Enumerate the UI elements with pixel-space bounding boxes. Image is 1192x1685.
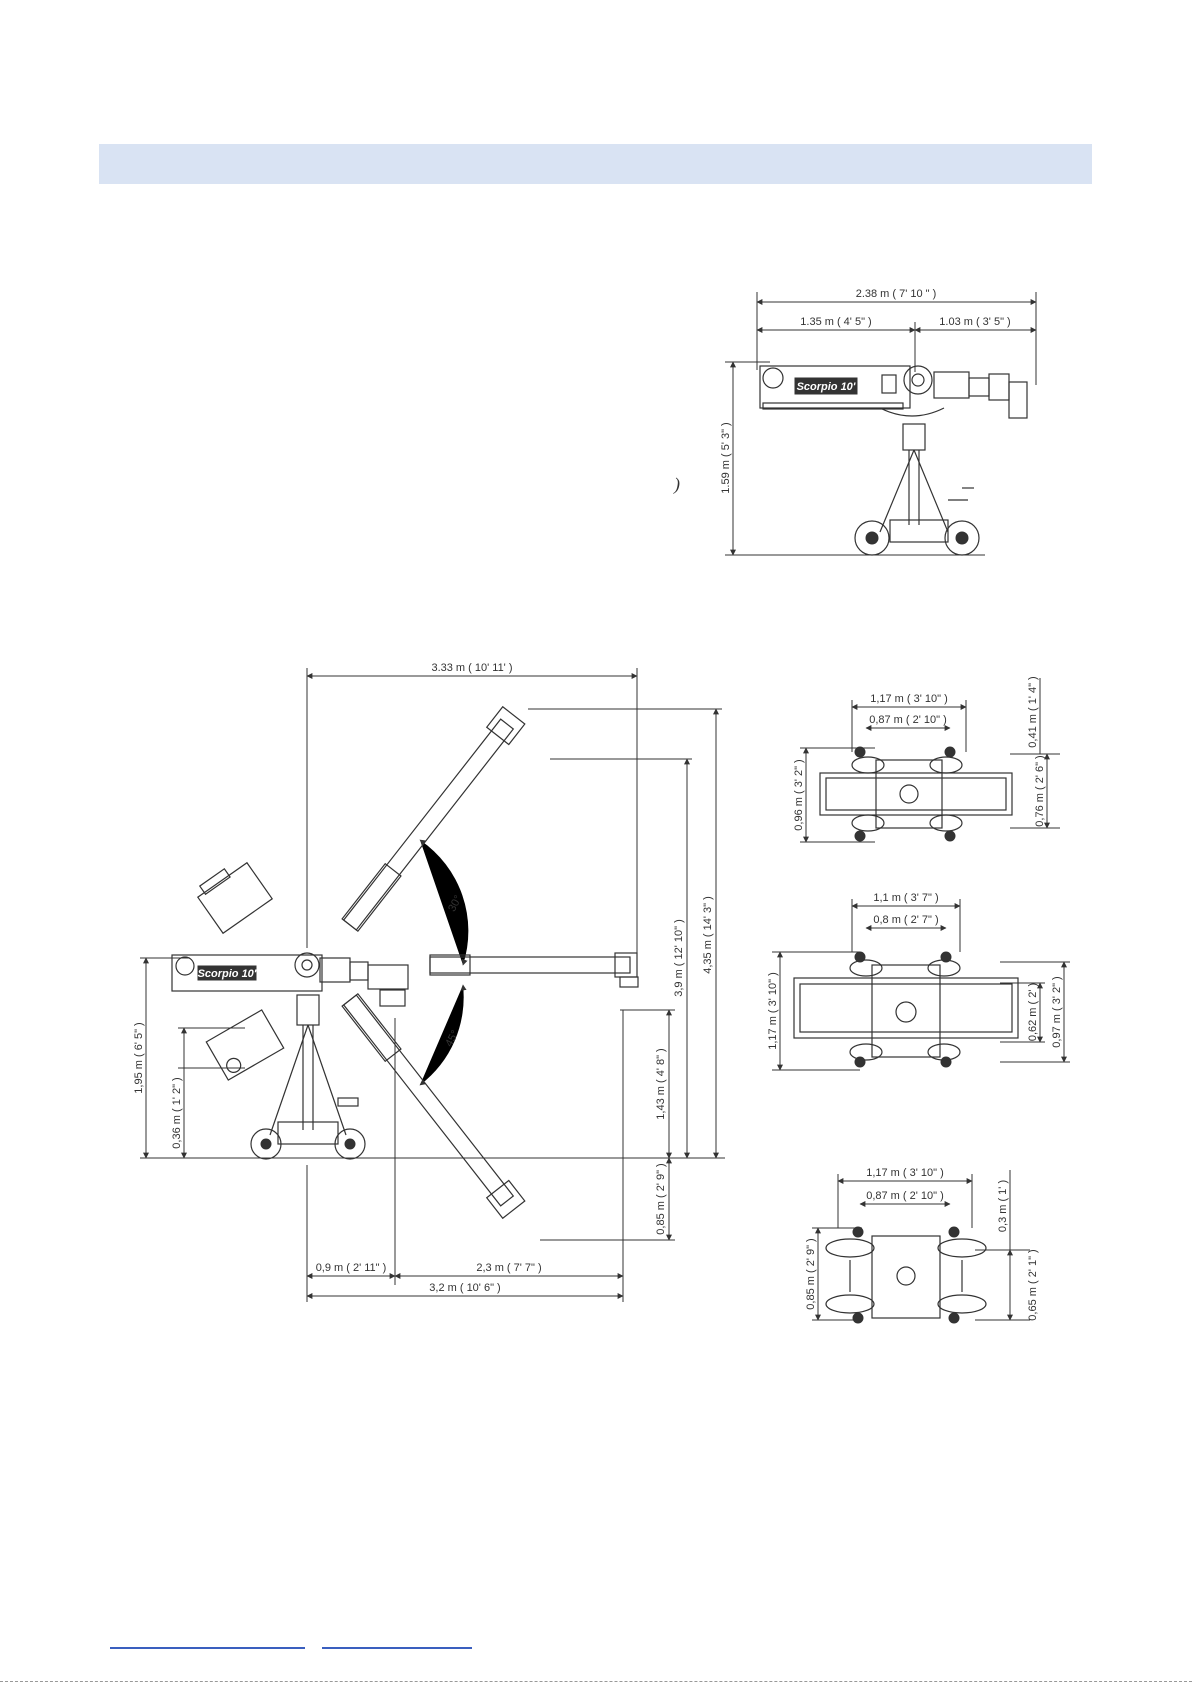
base1-inner-width-label: 0,87 m ( 2' 10" ) bbox=[869, 714, 947, 726]
base1-left-depth-label: 0,96 m ( 3' 2" ) bbox=[793, 759, 805, 830]
base2-inner-width-label: 0,8 m ( 2' 7" ) bbox=[873, 914, 938, 926]
rear-length-label: 1.35 m ( 4' 5" ) bbox=[800, 316, 871, 328]
reach-logo-text: Scorpio 10' bbox=[198, 968, 257, 980]
reach-dimensions: 3.33 m ( 10' 11' ) 4,35 m ( 14' 3" ) 3,9… bbox=[133, 662, 725, 1302]
lens-height-label: 1,43 m ( 4' 8" ) bbox=[655, 1048, 667, 1119]
base-to-tip-label: 3,2 m ( 10' 6" ) bbox=[429, 1282, 500, 1294]
footer-rule-right bbox=[322, 1647, 472, 1649]
front-reach-label: 2,3 m ( 7' 7" ) bbox=[476, 1262, 541, 1274]
base3-left-depth-label: 0,85 m ( 2' 9" ) bbox=[805, 1238, 817, 1309]
base3-inner-width-label: 0,87 m ( 2' 10" ) bbox=[866, 1190, 944, 1202]
reach-view: 3.33 m ( 10' 11' ) 4,35 m ( 14' 3" ) 3,9… bbox=[133, 662, 725, 1302]
stray-text-mark: ) bbox=[674, 474, 680, 494]
base2-right-outer-label: 0,97 m ( 3' 2" ) bbox=[1051, 976, 1063, 1047]
base3-wheel-offset-label: 0,3 m ( 1' ) bbox=[997, 1180, 1009, 1232]
base2-right-inner-label: 0,62 m ( 2' ) bbox=[1027, 983, 1039, 1041]
base1-outer-width-label: 1,17 m ( 3' 10" ) bbox=[870, 693, 948, 705]
base-view-1: 1,17 m ( 3' 10" ) 0,87 m ( 2' 10" ) 0,96… bbox=[793, 676, 1060, 843]
horizontal-reach-label: 3.33 m ( 10' 11' ) bbox=[431, 662, 512, 674]
overall-length-label: 2.38 m ( 7' 10 " ) bbox=[856, 288, 937, 300]
base2-left-depth-label: 1,17 m ( 3' 10" ) bbox=[767, 972, 779, 1050]
height-label: 1.59 m ( 5' 3" ) bbox=[720, 422, 732, 493]
head-offset-label: 0,36 m ( 1' 2" ) bbox=[171, 1077, 183, 1148]
front-length-label: 1.03 m ( 3' 5" ) bbox=[939, 316, 1010, 328]
page-bottom-dotted-edge bbox=[0, 1681, 1192, 1682]
base1-right-depth-label: 0,76 m ( 2' 6" ) bbox=[1034, 755, 1046, 826]
arm-height-label: 3,9 m ( 12' 10" ) bbox=[673, 919, 685, 997]
base-view-2: 1,1 m ( 3' 7" ) 0,8 m ( 2' 7" ) 1,17 m (… bbox=[767, 892, 1070, 1071]
base-view-3: 1,17 m ( 3' 10" ) 0,87 m ( 2' 10" ) 0,85… bbox=[805, 1167, 1039, 1324]
logo-text: Scorpio 10' bbox=[797, 381, 856, 393]
logo-plate bbox=[794, 377, 858, 395]
reach-logo-plate bbox=[197, 965, 257, 981]
side-dimensions: 2.38 m ( 7' 10 " ) 1.35 m ( 4' 5" ) 1.03… bbox=[720, 288, 1037, 556]
max-height-label: 4,35 m ( 14' 3" ) bbox=[702, 896, 714, 974]
section-header-band bbox=[99, 144, 1092, 184]
low-drop-label: 0,85 m ( 2' 9" ) bbox=[655, 1163, 667, 1234]
base2-outer-width-label: 1,1 m ( 3' 7" ) bbox=[873, 892, 938, 904]
side-crane: Scorpio 10' bbox=[759, 365, 1028, 556]
base1-wheel-offset-label: 0,41 m ( 1' 4" ) bbox=[1027, 676, 1039, 747]
base3-outer-width-label: 1,17 m ( 3' 10" ) bbox=[866, 1167, 944, 1179]
footer-rule-left bbox=[110, 1647, 305, 1649]
side-view: 2.38 m ( 7' 10 " ) 1.35 m ( 4' 5" ) 1.03… bbox=[720, 288, 1037, 556]
base-height-label: 1,95 m ( 6' 5" ) bbox=[133, 1022, 145, 1093]
reach-crane: Scorpio 10' bbox=[171, 705, 639, 1220]
base3-right-depth-label: 0,65 m ( 2' 1" ) bbox=[1027, 1249, 1039, 1320]
rear-offset-label: 0,9 m ( 2' 11" ) bbox=[316, 1262, 387, 1274]
